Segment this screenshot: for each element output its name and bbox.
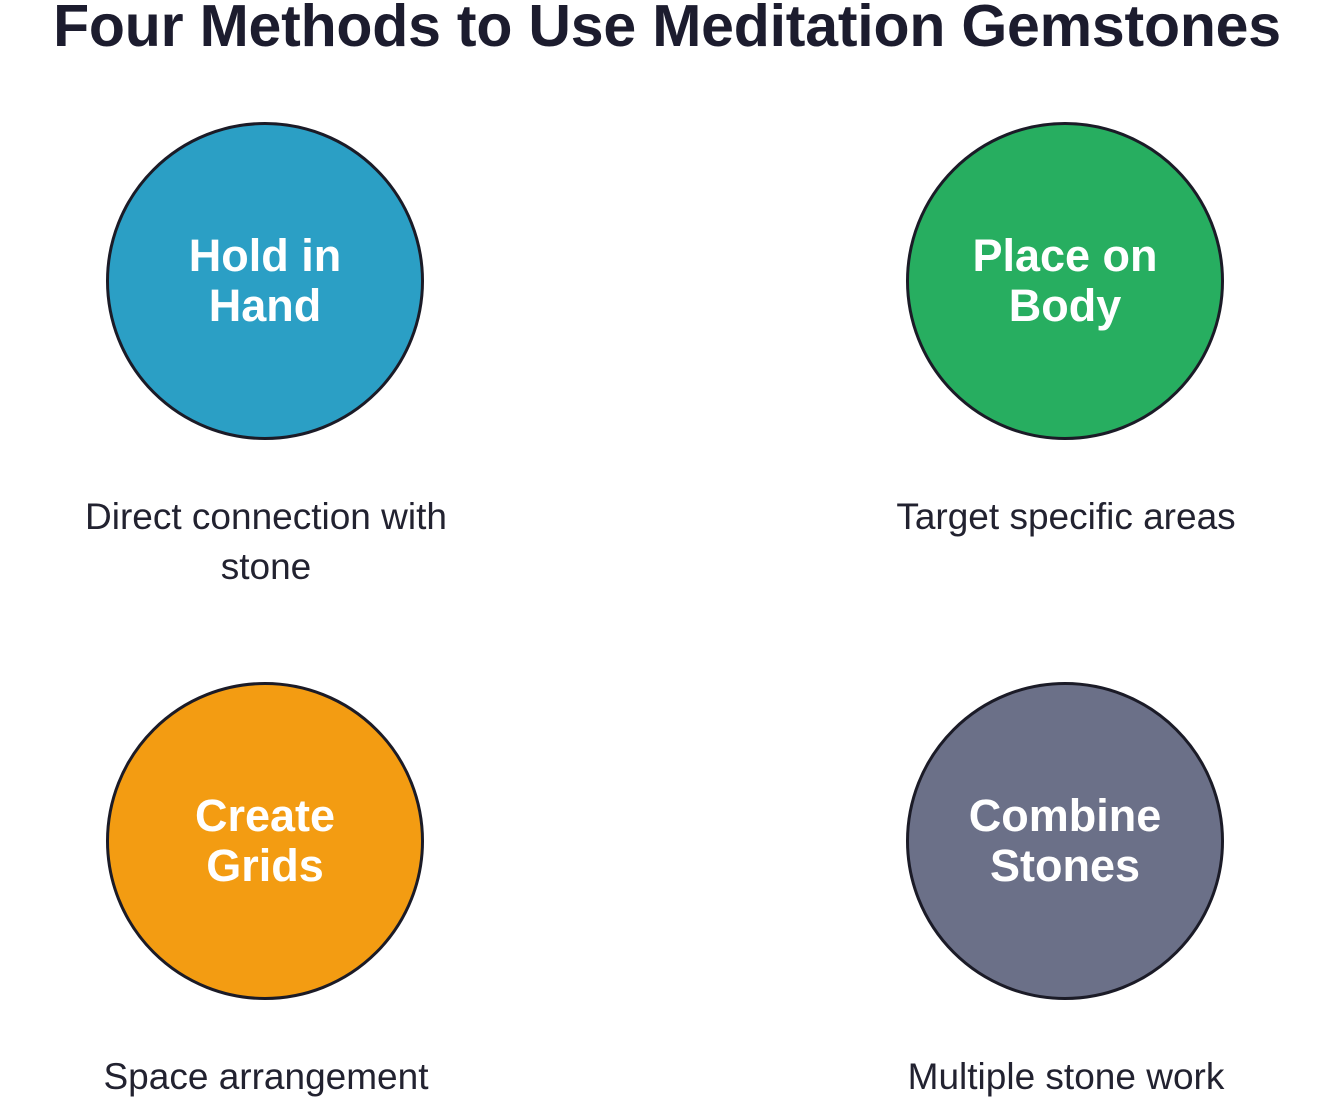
- method-circle: Create Grids: [106, 682, 424, 1000]
- method-circle: Hold in Hand: [106, 122, 424, 440]
- method-label: Create Grids: [194, 790, 336, 891]
- method-label: Place on Body: [972, 230, 1158, 331]
- method-circle: Place on Body: [906, 122, 1224, 440]
- method-label: Hold in Hand: [188, 230, 342, 331]
- diagram-title: Four Methods to Use Meditation Gemstones: [53, 0, 1281, 59]
- method-description: Multiple stone work: [907, 1056, 1225, 1097]
- method-description: Target specific areas: [896, 496, 1236, 537]
- method-circle: Combine Stones: [906, 682, 1224, 1000]
- method-description: Space arrangement: [103, 1056, 429, 1097]
- method-label: Combine Stones: [968, 790, 1162, 891]
- method-description: Direct connection with stone: [85, 496, 447, 587]
